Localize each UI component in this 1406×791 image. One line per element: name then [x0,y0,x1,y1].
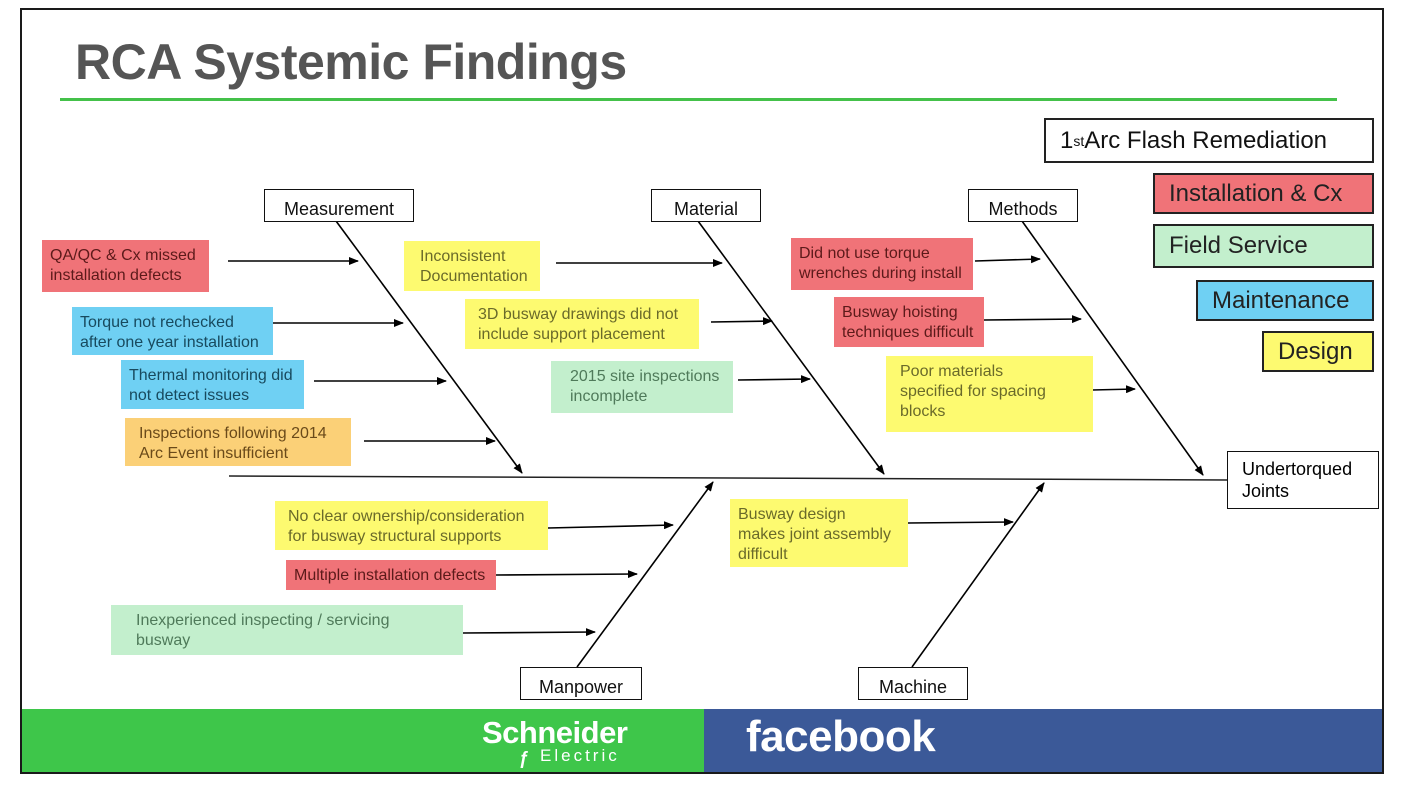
cause-arrow [462,628,596,637]
category-methods: Methods [968,189,1078,222]
cause-arrow [710,317,773,326]
category-measurement: Measurement [264,189,414,222]
cause-note: Inspections following 2014 Arc Event ins… [125,418,351,466]
machine-bone [911,482,1045,668]
cause-note: Poor materials specified for spacing blo… [886,356,1093,432]
cause-note: Thermal monitoring did not detect issues [121,360,304,409]
measurement-bone [335,220,523,474]
schneider-logo-subtext: Electric [540,746,620,765]
cause-arrow [495,570,638,579]
category-material: Material [651,189,761,222]
cause-note: Inconsistent Documentation [404,241,540,291]
legend-header-sup: st [1073,132,1085,149]
material-bone [697,220,885,475]
footer-right-band [704,709,1382,772]
cause-arrow [983,315,1082,324]
cause-arrow [974,255,1041,264]
title-underline [60,98,1337,101]
legend-item-maintenance: Maintenance [1196,280,1374,321]
cause-note: Did not use torque wrenches during insta… [791,238,973,290]
manpower-bone [576,481,714,668]
cause-note: No clear ownership/consideration for bus… [275,501,548,550]
cause-arrow [1091,385,1136,394]
category-machine: Machine [858,667,968,700]
schneider-logo-text: Schneider [482,715,628,750]
legend-item-installation: Installation & Cx [1153,173,1374,214]
fishbone-spine [228,475,1228,481]
cause-arrow [907,518,1014,527]
cause-note: 3D busway drawings did not include suppo… [465,299,699,349]
schneider-logo-icon: ƒ [519,748,530,768]
cause-note: Busway hoisting techniques difficult [834,297,984,347]
slide-title: RCA Systemic Findings [75,34,627,90]
legend-header-prefix: 1 [1060,126,1074,154]
effect-box: Undertorqued Joints [1227,451,1379,509]
legend-item-design: Design [1262,331,1374,372]
cause-arrow [737,375,811,384]
legend-header-rest: Arc Flash Remediation [1084,126,1328,154]
effect-line-1: Undertorqued [1242,459,1353,479]
cause-note: Torque not rechecked after one year inst… [72,307,273,355]
cause-note: QA/QC & Cx missed installation defects [42,240,209,292]
cause-note: 2015 site inspections incomplete [551,361,733,413]
footer-left-band [22,709,704,772]
category-manpower: Manpower [520,667,642,700]
legend-item-field-service: Field Service [1153,224,1374,268]
effect-line-2: Joints [1242,481,1290,501]
methods-bone [1021,220,1204,476]
cause-arrow [547,521,674,530]
cause-note: Inexperienced inspecting / servicing bus… [111,605,463,655]
facebook-logo-text: facebook [746,712,936,761]
cause-note: Multiple installation defects [286,560,496,590]
cause-note: Busway design makes joint assembly diffi… [730,499,908,567]
